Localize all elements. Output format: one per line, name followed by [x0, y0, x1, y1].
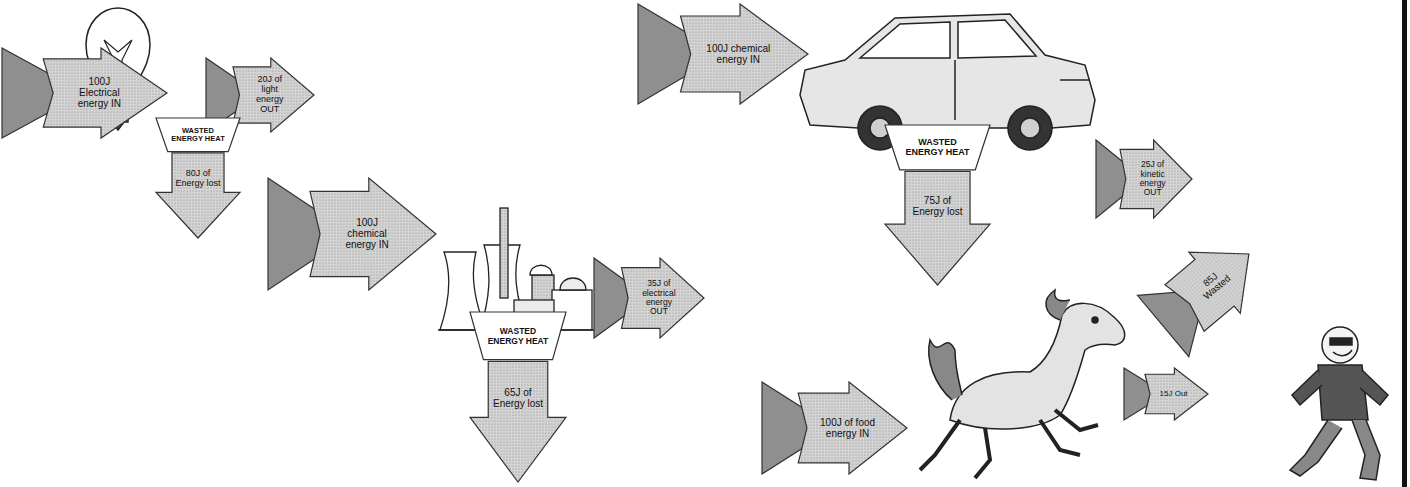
text-area: 100J chemical energy IN: [706, 20, 771, 88]
energy-label: 80J of Energy lost: [174, 169, 223, 189]
divider-bar: [1402, 0, 1407, 487]
energy-label: 65J of Energy lost: [490, 387, 546, 409]
energy-arrow: 15J Out: [1124, 368, 1208, 420]
text-area: WASTED ENERGY HEAT: [482, 315, 553, 358]
energy-label: 25J of kinetic energy OUT: [1134, 160, 1170, 197]
arrow-outline: [798, 382, 907, 474]
energy-label: 35J of electrical energy OUT: [638, 279, 680, 316]
arrow-outline: [681, 4, 809, 104]
energy-label: 100J Electrical energy IN: [68, 76, 131, 109]
arrow-outline: [885, 171, 990, 285]
energy-label: 20J of light energy OUT: [249, 75, 290, 115]
energy-label: 100J chemical energy IN: [706, 43, 771, 65]
arrow-outline: [1120, 140, 1192, 218]
text-area: WASTED ENERGY HEAT: [167, 120, 229, 150]
arrow-outline: [622, 258, 705, 338]
running-man: [1290, 327, 1388, 480]
energy-label: 100J of food energy IN: [820, 417, 875, 439]
energy-arrow: 100J chemical energy IN: [268, 178, 436, 290]
text-area: 65J of Energy lost: [490, 365, 546, 431]
arrow-outline: [233, 58, 314, 132]
text-area: 100J Electrical energy IN: [68, 62, 131, 123]
energy-arrow: 35J of electrical energy OUT: [594, 258, 704, 338]
arrow-outline: [1145, 368, 1208, 420]
text-area: 75J of Energy lost: [907, 175, 968, 237]
energy-label: 15J Out: [1160, 390, 1188, 399]
text-area: 80J of Energy lost: [174, 155, 223, 202]
text-area: 25J of kinetic energy OUT: [1134, 152, 1170, 205]
energy-arrow: 85J Wasted: [1137, 223, 1274, 356]
heading-text: WASTED ENERGY HEAT: [167, 127, 229, 144]
energy-arrow: WASTED ENERGY HEAT 80J of Energy lost: [156, 118, 240, 238]
arrow-outline: [470, 312, 566, 360]
energy-arrow: 25J of kinetic energy OUT: [1096, 140, 1192, 218]
energy-label: 100J chemical energy IN: [335, 217, 399, 250]
arrow-outline: [156, 118, 240, 152]
energy-arrow: WASTED ENERGY HEAT 75J of Energy lost: [885, 125, 990, 285]
energy-arrow: WASTED ENERGY HEAT 65J of Energy lost: [470, 312, 566, 482]
energy-arrow: 100J Electrical energy IN: [2, 48, 167, 138]
text-area: 100J chemical energy IN: [335, 196, 399, 272]
arrow-outline: [1159, 223, 1275, 338]
energy-arrow: 100J chemical energy IN: [638, 4, 808, 104]
text-area: 15J Out: [1158, 376, 1190, 411]
horse: [920, 290, 1125, 478]
text-area: 100J of food energy IN: [820, 397, 875, 460]
energy-label: 75J of Energy lost: [907, 195, 968, 217]
arrow-outline: [43, 48, 167, 138]
text-area: 20J of light energy OUT: [249, 70, 290, 120]
heading-text: WASTED ENERGY HEAT: [899, 138, 977, 158]
arrow-outline: [470, 361, 566, 482]
heading-text: WASTED ENERGY HEAT: [482, 327, 553, 346]
arrow-outline: [310, 178, 436, 290]
text-area: WASTED ENERGY HEAT: [899, 128, 977, 168]
text-area: 35J of electrical energy OUT: [638, 271, 680, 325]
energy-arrow: 100J of food energy IN: [762, 382, 907, 474]
arrow-outline: [156, 153, 240, 238]
arrow-outline: [885, 125, 990, 170]
